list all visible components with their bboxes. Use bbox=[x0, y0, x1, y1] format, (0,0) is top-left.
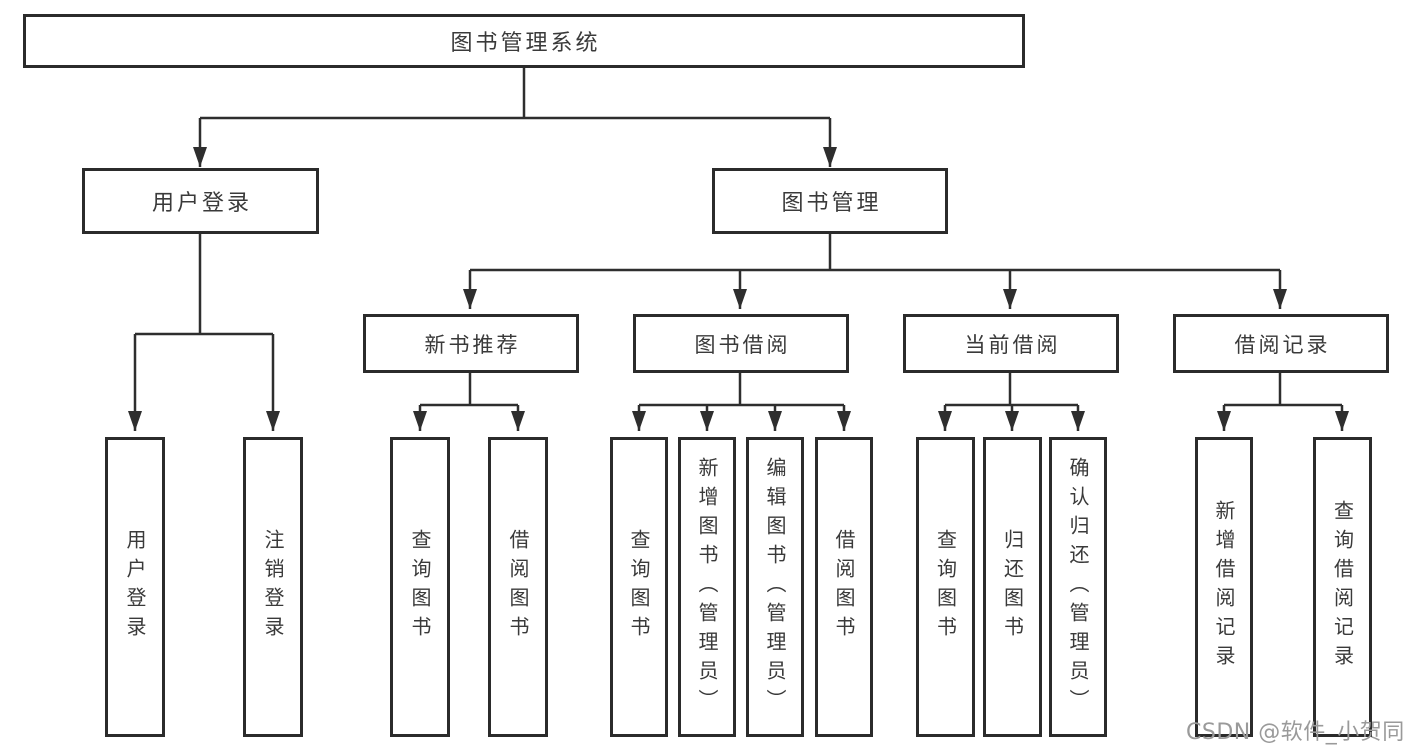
root-connectors bbox=[193, 68, 837, 167]
node-book-management-label: 图书管理 bbox=[781, 191, 882, 216]
node-leaf-add-books-admin-label: 新增图书（管理员） bbox=[695, 456, 719, 718]
node-leaf-query-borrow-record-label: 查询借阅记录 bbox=[1330, 500, 1355, 674]
node-leaf-user-login-label: 用户登录 bbox=[123, 529, 147, 645]
node-new-book-recommend: 新书推荐 bbox=[363, 314, 579, 373]
node-book-management: 图书管理 bbox=[712, 168, 948, 234]
node-leaf-user-login: 用户登录 bbox=[105, 437, 165, 737]
node-leaf-query-borrow-record: 查询借阅记录 bbox=[1313, 437, 1372, 737]
user-login-connectors bbox=[128, 234, 280, 431]
node-root: 图书管理系统 bbox=[23, 14, 1025, 68]
node-book-borrow: 图书借阅 bbox=[633, 314, 849, 373]
node-leaf-confirm-return-admin: 确认归还（管理员） bbox=[1049, 437, 1107, 737]
borrow-records-connectors bbox=[1217, 373, 1349, 431]
node-leaf-recommend-query-books-label: 查询图书 bbox=[408, 529, 432, 645]
node-leaf-current-query-books: 查询图书 bbox=[916, 437, 975, 737]
node-user-login-label: 用户登录 bbox=[151, 191, 252, 216]
node-user-login: 用户登录 bbox=[82, 168, 319, 234]
node-leaf-borrow-query-books-label: 查询图书 bbox=[627, 529, 651, 645]
node-leaf-return-books: 归还图书 bbox=[983, 437, 1042, 737]
node-leaf-logout-label: 注销登录 bbox=[261, 529, 285, 645]
book-borrow-connectors bbox=[632, 373, 851, 431]
current-borrow-connectors bbox=[938, 373, 1085, 431]
node-leaf-recommend-query-books: 查询图书 bbox=[390, 437, 450, 737]
node-leaf-current-query-books-label: 查询图书 bbox=[933, 529, 958, 645]
node-leaf-add-books-admin: 新增图书（管理员） bbox=[678, 437, 736, 737]
node-leaf-logout: 注销登录 bbox=[243, 437, 303, 737]
node-leaf-recommend-borrow-books-label: 借阅图书 bbox=[506, 529, 530, 645]
book-management-connectors bbox=[463, 234, 1287, 309]
node-leaf-edit-books-admin-label: 编辑图书（管理员） bbox=[763, 456, 787, 718]
node-leaf-edit-books-admin: 编辑图书（管理员） bbox=[746, 437, 804, 737]
node-current-borrow: 当前借阅 bbox=[903, 314, 1119, 373]
node-borrow-records: 借阅记录 bbox=[1173, 314, 1389, 373]
new-book-recommend-connectors bbox=[413, 373, 525, 431]
node-root-label: 图书管理系统 bbox=[450, 31, 601, 56]
node-leaf-return-books-label: 归还图书 bbox=[1000, 529, 1025, 645]
node-leaf-borrow-query-books: 查询图书 bbox=[610, 437, 668, 737]
node-leaf-add-borrow-record-label: 新增借阅记录 bbox=[1212, 500, 1236, 674]
node-leaf-confirm-return-admin-label: 确认归还（管理员） bbox=[1066, 456, 1090, 718]
node-current-borrow-label: 当前借阅 bbox=[964, 332, 1061, 357]
node-leaf-borrow-borrow-books-label: 借阅图书 bbox=[832, 529, 856, 645]
node-leaf-recommend-borrow-books: 借阅图书 bbox=[488, 437, 548, 737]
node-leaf-add-borrow-record: 新增借阅记录 bbox=[1195, 437, 1253, 737]
node-leaf-borrow-borrow-books: 借阅图书 bbox=[815, 437, 873, 737]
csdn-watermark: CSDN @软件_小贺同学 bbox=[1186, 720, 1405, 745]
node-book-borrow-label: 图书借阅 bbox=[694, 332, 791, 357]
node-borrow-records-label: 借阅记录 bbox=[1234, 332, 1331, 357]
node-new-book-recommend-label: 新书推荐 bbox=[424, 332, 521, 357]
